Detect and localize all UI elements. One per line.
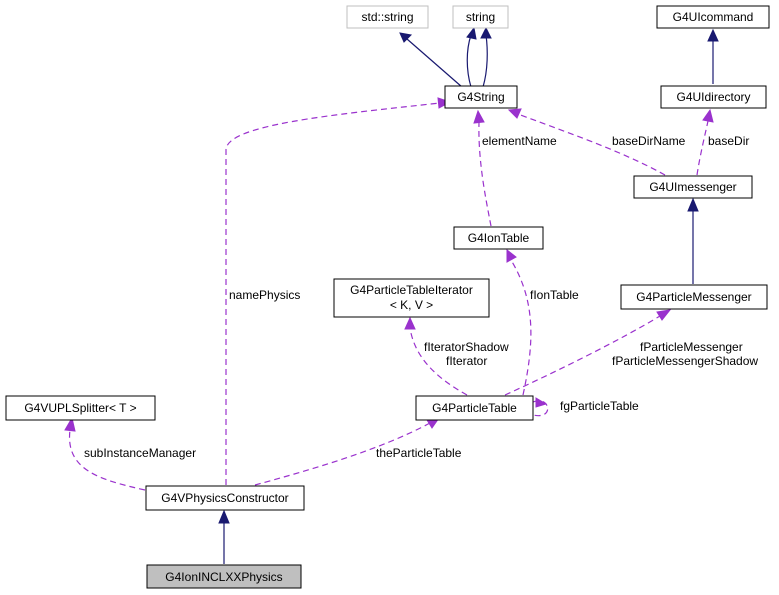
node-g4string-label: G4String (457, 90, 504, 104)
edge-fiontable (506, 248, 532, 396)
node-g4uimessenger[interactable]: G4UImessenger (633, 175, 753, 199)
edge-string-right-to-g4string (480, 26, 492, 88)
edge-label-elementname: elementName (482, 134, 557, 148)
node-g4particlemessenger-label: G4ParticleMessenger (636, 290, 751, 304)
edge-string-left-to-g4string (466, 26, 477, 88)
node-std-string-label: std::string (361, 10, 413, 24)
edge-elementname (473, 109, 492, 227)
node-g4particletableiterator-label-line1: G4ParticleTableIterator (350, 283, 473, 297)
node-g4particlemessenger[interactable]: G4ParticleMessenger (620, 284, 768, 310)
edge-basedir (696, 108, 714, 176)
node-g4ionianclxxphysics-label: G4IonINCLXXPhysics (165, 570, 282, 584)
node-g4particletableiterator-label-line2: < K, V > (390, 298, 433, 312)
node-g4vphysicsconstructor[interactable]: G4VPhysicsConstructor (145, 485, 305, 511)
node-g4uidirectory[interactable]: G4UIdirectory (660, 85, 767, 109)
edge-label-fgparticletable: fgParticleTable (560, 399, 639, 413)
edge-label-fiterator: fIterator (446, 354, 487, 368)
edge-label-fparticlemessenger: fParticleMessenger (640, 340, 743, 354)
edge-fgparticletable (532, 397, 549, 417)
node-g4vuplsplitter[interactable]: G4VUPLSplitter< T > (5, 395, 156, 421)
edge-subinstancemanager (64, 416, 146, 491)
node-g4vphysicsconstructor-label: G4VPhysicsConstructor (161, 491, 288, 505)
edge-label-theparticletable: theParticleTable (376, 446, 462, 460)
node-string-label: string (466, 10, 495, 24)
edge-label-fiontable: fIonTable (530, 288, 579, 302)
node-g4particletable-label: G4ParticleTable (432, 401, 517, 415)
edge-label-fparticlemessengershadow: fParticleMessengerShadow (612, 354, 758, 368)
edge-label-namephysics: namePhysics (229, 288, 300, 302)
edge-label-fiteratorshadow: fIteratorShadow (424, 340, 509, 354)
edge-fparticlemessenger (504, 309, 672, 396)
node-g4particletable[interactable]: G4ParticleTable (415, 395, 534, 421)
node-g4uicommand[interactable]: G4UIcommand (656, 5, 770, 29)
node-g4particletableiterator[interactable]: G4ParticleTableIterator < K, V > (333, 278, 490, 318)
edge-label-basedir: baseDir (708, 134, 749, 148)
node-g4uimessenger-label: G4UImessenger (649, 180, 736, 194)
edge-g4vphysicsconstructor-to-g4ionianclxxphysics (218, 509, 230, 564)
node-g4iontable-label: G4IonTable (468, 231, 530, 245)
node-string[interactable]: string (452, 5, 509, 29)
node-g4ionianclxxphysics[interactable]: G4IonINCLXXPhysics (146, 564, 302, 589)
node-std-string[interactable]: std::string (346, 5, 429, 29)
node-g4uicommand-label: G4UIcommand (673, 10, 754, 24)
edge-fiterator (404, 316, 468, 396)
edge-g4uicommand-to-g4uidirectory (707, 28, 719, 84)
node-g4string[interactable]: G4String (444, 85, 518, 109)
edge-std-string-to-g4string (399, 32, 463, 88)
node-g4iontable[interactable]: G4IonTable (453, 226, 544, 250)
edge-label-basedirname: baseDirName (612, 134, 686, 148)
node-g4uidirectory-label: G4UIdirectory (676, 90, 750, 104)
edge-label-subinstancemanager: subInstanceManager (84, 446, 196, 460)
edge-g4uimessenger-to-g4particlemessenger (687, 197, 699, 284)
edge-basedirname (507, 108, 666, 176)
node-g4vuplsplitter-label: G4VUPLSplitter< T > (24, 401, 136, 415)
